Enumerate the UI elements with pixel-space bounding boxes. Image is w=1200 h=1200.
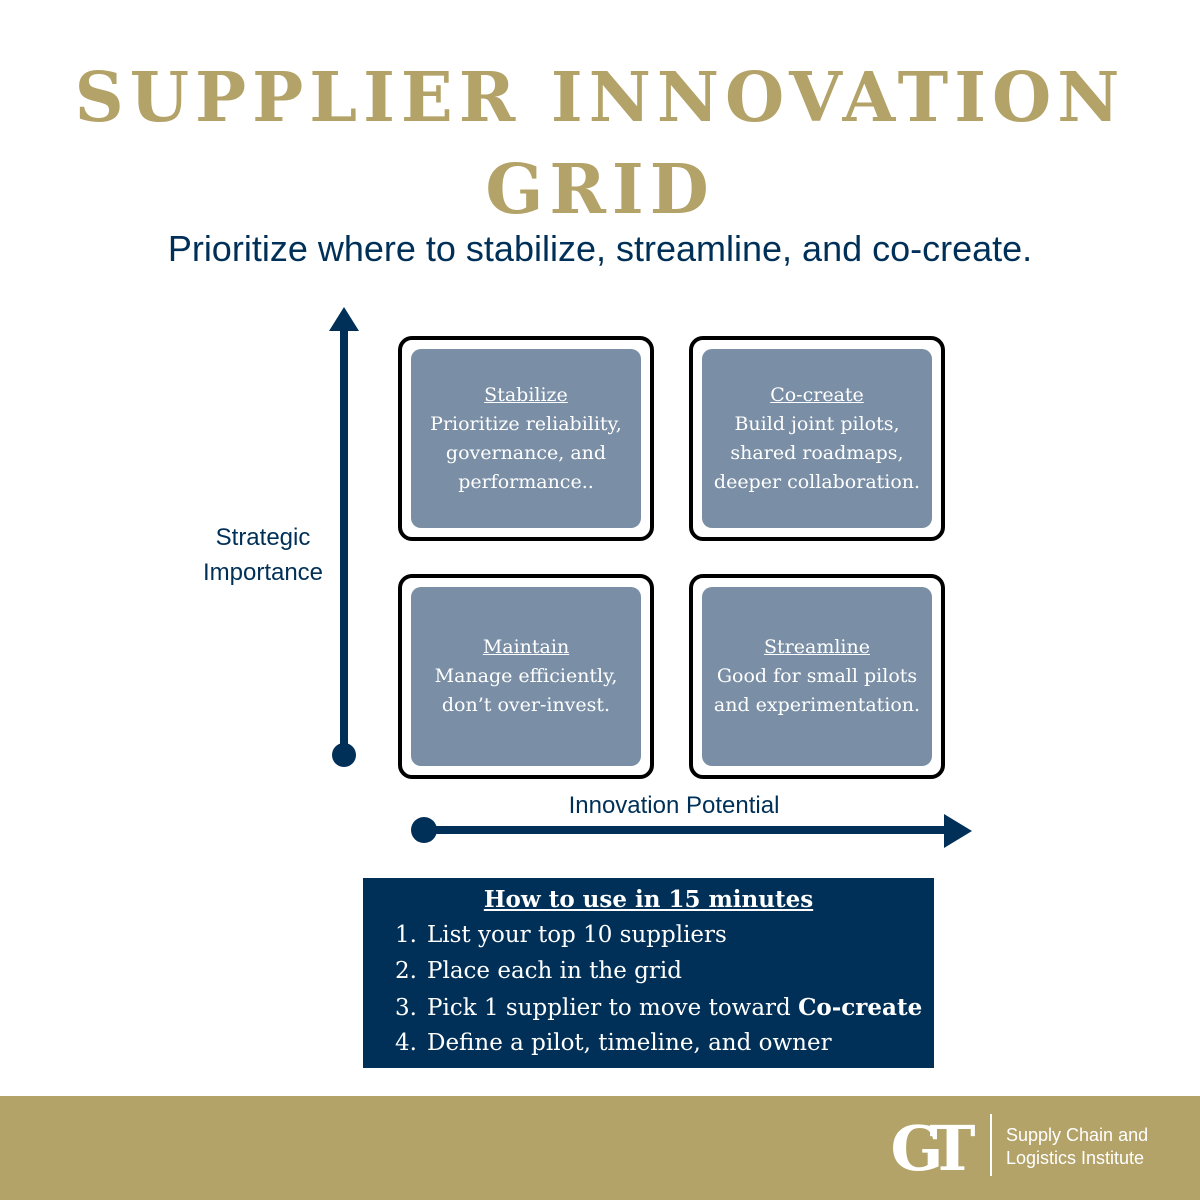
how-to-step: 2. Place each in the grid xyxy=(385,958,682,984)
x-axis-line xyxy=(424,826,948,834)
quadrant-co-create-panel: Co-create Build joint pilots, shared roa… xyxy=(702,349,932,528)
logo-lettering: GT xyxy=(890,1114,975,1178)
y-axis-line xyxy=(340,318,348,758)
quadrant-description: Good for small pilots and experimentatio… xyxy=(713,665,921,716)
title-line-2: GRID xyxy=(485,150,715,230)
how-to-step: 3. Pick 1 supplier to move toward Co-crea… xyxy=(385,994,922,1021)
how-to-step: 1. List your top 10 suppliers xyxy=(385,922,727,948)
quadrant-heading: Maintain xyxy=(482,636,570,658)
how-to-step: 4. Define a pilot, timeline, and owner xyxy=(385,1030,832,1056)
quadrant-stabilize-panel: Stabilize Prioritize reliability, govern… xyxy=(411,349,641,528)
quadrant-stabilize: Stabilize Prioritize reliability, govern… xyxy=(398,336,654,541)
quadrant-heading: Stabilize xyxy=(484,383,568,406)
institute-name: Supply Chain and Logistics Institute xyxy=(1006,1125,1149,1168)
quadrant-streamline-panel: Streamline Good for small pilots and exp… xyxy=(702,587,932,766)
quadrant-heading: Co-create xyxy=(770,383,864,406)
y-axis-arrowhead xyxy=(329,307,359,331)
how-to-title: How to use in 15 minutes xyxy=(483,886,814,913)
step-text: Pick 1 supplier to move toward xyxy=(427,995,799,1021)
footer-divider xyxy=(990,1114,992,1176)
step-number: 1. xyxy=(395,922,417,948)
step-number: 2. xyxy=(395,958,417,984)
quadrant-description: Prioritize reliability, governance, and … xyxy=(430,412,622,493)
quadrant-heading: Streamline xyxy=(764,636,870,658)
step-number: 3. xyxy=(395,995,417,1021)
page-title: SUPPLIER INNOVATION GRID xyxy=(0,52,1200,236)
quadrant-maintain: Maintain Manage efficiently, don’t over-… xyxy=(398,574,654,779)
quadrant-description: Manage efficiently, don’t over-invest. xyxy=(434,665,618,716)
y-axis-label: Strategic Importance xyxy=(188,520,338,590)
x-axis-origin-dot xyxy=(411,817,437,843)
step-emphasis: Co-create xyxy=(798,994,923,1021)
quadrant-co-create: Co-create Build joint pilots, shared roa… xyxy=(689,336,945,541)
title-line-1: SUPPLIER INNOVATION xyxy=(74,58,1126,138)
x-axis-arrowhead xyxy=(944,814,972,848)
step-number: 4. xyxy=(395,1030,417,1056)
georgia-tech-logo-icon: GT xyxy=(890,1114,978,1178)
step-text: List your top 10 suppliers xyxy=(427,922,727,948)
step-text: Define a pilot, timeline, and owner xyxy=(427,1030,832,1056)
quadrant-streamline: Streamline Good for small pilots and exp… xyxy=(689,574,945,779)
quadrant-maintain-panel: Maintain Manage efficiently, don’t over-… xyxy=(411,587,641,766)
step-text: Place each in the grid xyxy=(427,958,682,984)
footer-bar: GT Supply Chain and Logistics Institute xyxy=(0,1096,1200,1200)
y-axis-label-line-2: Importance xyxy=(202,559,324,586)
page-subtitle: Prioritize where to stabilize, streamlin… xyxy=(167,228,1033,269)
y-axis-label-line-1: Strategic xyxy=(215,524,311,551)
y-axis-origin-dot xyxy=(332,743,356,767)
quadrant-description: Build joint pilots, shared roadmaps, dee… xyxy=(713,412,921,493)
how-to-panel: How to use in 15 minutes 1. List your top… xyxy=(363,878,934,1068)
x-axis-label: Innovation Potential xyxy=(568,792,780,819)
